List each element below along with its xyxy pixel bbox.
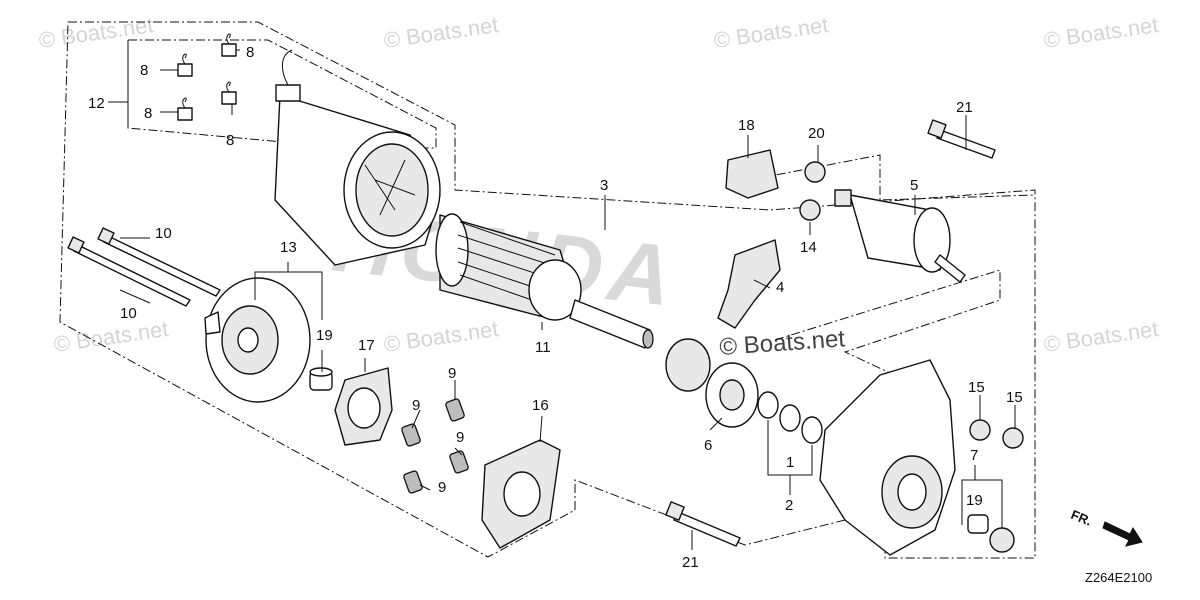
callout-2: 2 — [785, 497, 793, 514]
shift-lever — [717, 239, 781, 329]
brush — [221, 33, 237, 57]
callout-20: 20 — [808, 125, 825, 142]
solenoid — [834, 189, 966, 283]
bushing — [967, 514, 989, 534]
ring — [779, 404, 801, 432]
brush — [177, 97, 193, 121]
callout-10: 10 — [120, 305, 137, 322]
callout-6: 6 — [704, 437, 712, 454]
outer-frame — [59, 21, 1036, 559]
spring — [449, 450, 469, 474]
pinion-clutch — [665, 338, 759, 428]
armature-shaft — [569, 299, 651, 349]
callout-19: 19 — [966, 492, 983, 509]
spring — [445, 398, 465, 422]
front-bracket — [819, 359, 1015, 556]
callout-1: 1 — [786, 454, 794, 471]
callout-3: 3 — [600, 177, 608, 194]
spring — [403, 470, 423, 494]
callout-8: 8 — [246, 44, 254, 61]
rear-cover — [204, 277, 311, 403]
brush — [177, 53, 193, 77]
solenoid-frame — [759, 154, 1036, 201]
watermark-text: © Boats.net — [52, 316, 170, 357]
watermark-text: © Boats.net — [1042, 316, 1160, 357]
callout-9: 9 — [438, 479, 446, 496]
watermark-text-dark: © Boats.net — [719, 325, 847, 361]
watermark-text: © Boats.net — [382, 316, 500, 357]
callout-9: 9 — [448, 365, 456, 382]
callout-9: 9 — [456, 429, 464, 446]
brushes — [177, 33, 237, 121]
watermark-text: © Boats.net — [37, 12, 155, 53]
spring — [401, 423, 421, 447]
callout-21: 21 — [682, 554, 699, 571]
ring — [801, 416, 823, 444]
callout-15: 15 — [968, 379, 985, 396]
ring — [757, 391, 779, 419]
nut — [1002, 427, 1024, 449]
direction-indicator: FR. — [1069, 507, 1143, 547]
watermark-text: © Boats.net — [382, 12, 500, 53]
brush — [221, 81, 237, 105]
yoke-terminal — [275, 84, 301, 102]
callout-10: 10 — [155, 225, 172, 242]
callout-18: 18 — [738, 117, 755, 134]
callout-17: 17 — [358, 337, 375, 354]
armature-end — [435, 213, 469, 287]
callout-7: 7 — [970, 447, 978, 464]
mounting-bolt — [673, 511, 741, 547]
yoke-housing — [274, 49, 441, 266]
callout-15: 15 — [1006, 389, 1023, 406]
arrow-right-down-icon — [1102, 521, 1143, 547]
springs — [401, 398, 469, 494]
callout-14: 14 — [800, 239, 817, 256]
diagram-code: Z264E2100 — [1085, 570, 1152, 585]
nut — [969, 419, 991, 441]
armature — [435, 213, 654, 349]
callout-8: 8 — [140, 62, 148, 79]
through-bolts — [67, 227, 221, 307]
nuts — [799, 161, 1024, 449]
watermark-text: © Boats.net — [712, 12, 830, 53]
callout-8: 8 — [226, 132, 234, 149]
callout-12: 12 — [88, 95, 105, 112]
watermark-text: © Boats.net — [1042, 12, 1160, 53]
lever-holder — [725, 149, 779, 199]
lever-frame — [774, 269, 1001, 373]
direction-label: FR. — [1069, 507, 1094, 529]
front-bracket-body — [819, 359, 956, 556]
solenoid-plunger — [934, 254, 966, 283]
nut — [804, 161, 826, 183]
callout-13: 13 — [280, 239, 297, 256]
callout-5: 5 — [910, 177, 918, 194]
callout-19: 19 — [316, 327, 333, 344]
callout-21: 21 — [956, 99, 973, 116]
leader-lines — [108, 40, 1016, 550]
callout-9: 9 — [412, 397, 420, 414]
cap — [989, 527, 1015, 553]
commutator — [528, 259, 582, 321]
callout-11: 11 — [535, 339, 551, 356]
callout-4: 4 — [776, 279, 784, 296]
part-callouts: 12 8 8 8 8 10 10 13 19 17 9 9 9 9 16 11 … — [88, 44, 1023, 571]
rings — [757, 391, 823, 444]
callout-8: 8 — [144, 105, 152, 122]
nut — [799, 199, 821, 221]
callout-16: 16 — [532, 397, 549, 414]
